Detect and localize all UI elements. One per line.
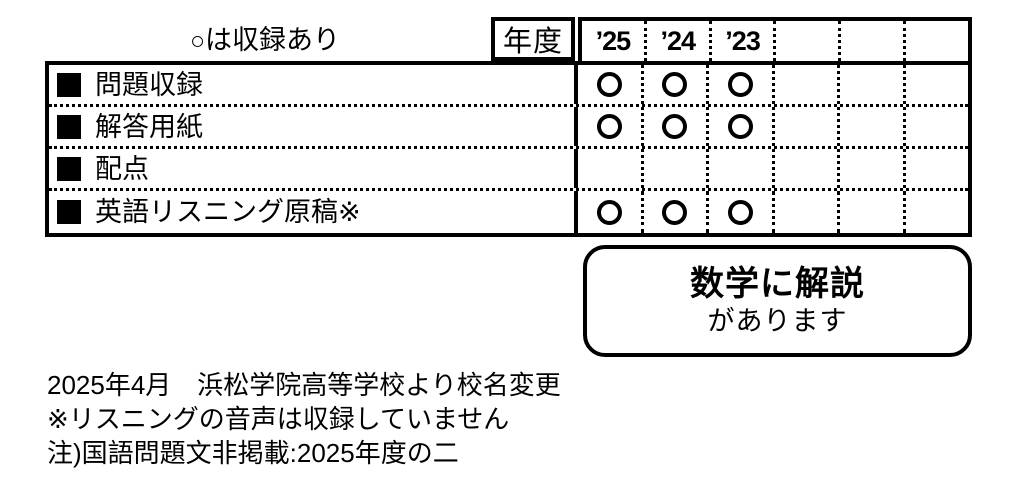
callout-line-2: があります xyxy=(707,306,848,336)
row-label-cell: 配点 xyxy=(49,149,578,188)
year-column-header: ’25 xyxy=(582,21,647,61)
circle-mark-icon xyxy=(596,114,622,139)
filled-square-icon xyxy=(57,114,81,139)
availability-cell xyxy=(644,191,709,233)
availability-cell xyxy=(840,107,906,146)
row-label-cell: 問題収録 xyxy=(49,65,578,104)
row-label: 配点 xyxy=(95,153,149,184)
row-data-cells xyxy=(578,191,968,233)
year-columns-header: ’25 ’24 ’23 xyxy=(578,17,972,61)
year-column-header: ’24 xyxy=(647,21,712,61)
row-label: 問題収録 xyxy=(95,69,203,100)
table-row: 解答用紙 xyxy=(49,107,968,149)
circle-mark-icon xyxy=(727,114,753,139)
row-label-cell: 解答用紙 xyxy=(49,107,578,146)
availability-cell xyxy=(644,107,709,146)
availability-cell xyxy=(906,107,969,146)
availability-cell xyxy=(775,191,840,233)
table-row: 英語リスニング原稿※ xyxy=(49,191,968,233)
circle-mark-icon xyxy=(596,199,622,225)
legend-caption: ○は収録あり xyxy=(45,24,485,57)
year-header-label: 年度 xyxy=(502,26,563,58)
circle-mark-icon xyxy=(727,72,753,97)
footnote-line: ※リスニングの音声は収録していません xyxy=(47,404,510,434)
legend-caption-text: は収録あり xyxy=(205,25,341,55)
circle-mark-icon xyxy=(662,114,688,139)
table-row: 配点 xyxy=(49,149,968,191)
math-explanation-callout: 数学に解説 があります xyxy=(583,245,972,357)
availability-cell xyxy=(906,149,969,188)
availability-cell xyxy=(578,191,644,233)
availability-cell xyxy=(775,107,840,146)
availability-cell xyxy=(840,65,906,104)
availability-cell xyxy=(578,107,644,146)
year-column-header: ’23 xyxy=(712,21,777,61)
availability-cell xyxy=(906,65,969,104)
availability-cell xyxy=(644,149,709,188)
availability-cell xyxy=(578,149,644,188)
filled-square-icon xyxy=(57,200,81,224)
year-header-cell: 年度 xyxy=(491,17,575,61)
availability-cell xyxy=(775,65,840,104)
contents-table: 問題収録 解答用紙 配点 xyxy=(45,61,972,237)
circle-mark-icon xyxy=(662,72,688,97)
year-column-header xyxy=(906,21,968,61)
row-label: 解答用紙 xyxy=(95,111,203,142)
footnotes: 2025年4月 浜松学院高等学校より校名変更 ※リスニングの音声は収録していませ… xyxy=(47,368,747,470)
availability-cell xyxy=(840,149,906,188)
availability-cell xyxy=(709,65,775,104)
footnote-line: 2025年4月 浜松学院高等学校より校名変更 xyxy=(47,370,561,400)
circle-mark-icon xyxy=(596,72,622,97)
year-column-header xyxy=(841,21,907,61)
availability-cell xyxy=(709,107,775,146)
availability-cell xyxy=(906,191,969,233)
table-row: 問題収録 xyxy=(49,65,968,107)
year-column-header xyxy=(776,21,842,61)
availability-cell xyxy=(775,149,840,188)
footnote-line: 注)国語問題文非掲載:2025年度の二 xyxy=(47,438,459,468)
availability-cell xyxy=(709,191,775,233)
filled-square-icon xyxy=(57,156,81,181)
row-data-cells xyxy=(578,107,968,146)
circle-mark-icon xyxy=(727,199,753,225)
availability-cell xyxy=(840,191,906,233)
row-label-cell: 英語リスニング原稿※ xyxy=(49,191,578,233)
row-label: 英語リスニング原稿※ xyxy=(95,197,361,227)
row-data-cells xyxy=(578,149,968,188)
filled-square-icon xyxy=(57,72,81,97)
availability-cell xyxy=(644,65,709,104)
row-data-cells xyxy=(578,65,968,104)
callout-line-1: 数学に解説 xyxy=(690,265,865,303)
availability-cell xyxy=(578,65,644,104)
availability-cell xyxy=(709,149,775,188)
circle-mark-icon xyxy=(662,199,688,225)
circle-mark-icon: ○ xyxy=(189,27,206,55)
